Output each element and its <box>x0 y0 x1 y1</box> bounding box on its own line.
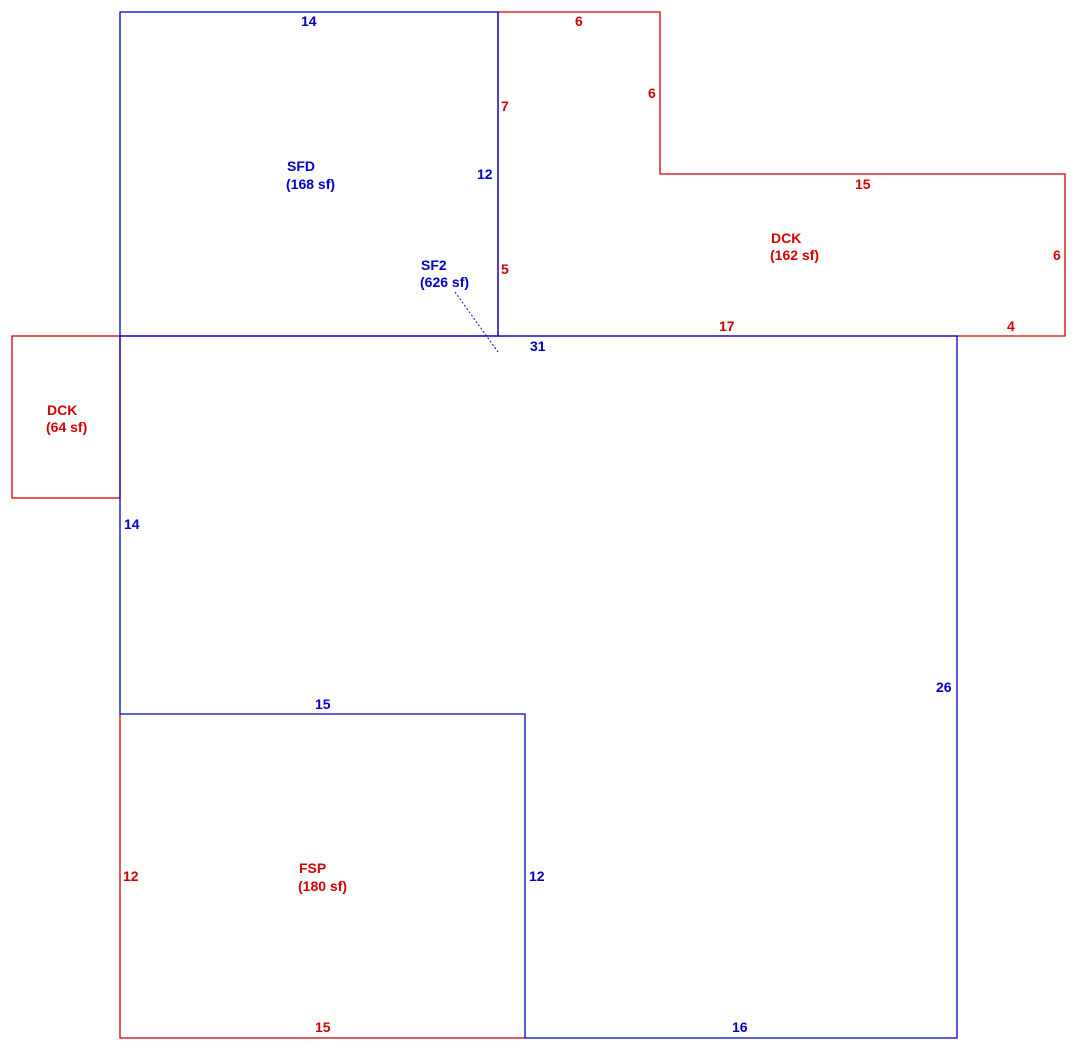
dim-fsp-right: 12 <box>529 868 545 884</box>
dim-sfd-right: 12 <box>477 166 493 182</box>
dim-fsp-left: 12 <box>123 868 139 884</box>
dim-fsp-top: 15 <box>315 696 331 712</box>
dim-dck-east-mid: 15 <box>855 176 871 192</box>
fsp-code-label: FSP <box>299 860 326 876</box>
dim-dck-east-right: 6 <box>1053 247 1061 263</box>
dim-fsp-bottom: 15 <box>315 1019 331 1035</box>
dim-dck-east-bottom: 17 <box>719 318 735 334</box>
dim-dck-east-step-right: 6 <box>648 85 656 101</box>
dim-sf2-bottom: 16 <box>732 1019 748 1035</box>
dim-sf2-left: 14 <box>124 516 140 532</box>
dim-dck-east-bottom-right: 4 <box>1007 318 1015 334</box>
sfd-area-label: (168 sf) <box>286 176 335 192</box>
fsp-outline-red <box>119 714 525 1039</box>
dck-west-code-label: DCK <box>47 402 77 418</box>
dim-sfd-top: 14 <box>301 13 317 29</box>
dim-dck-east-lower-left: 5 <box>501 261 509 277</box>
dck-east-area-label: (162 sf) <box>770 247 819 263</box>
sfd-code-label: SFD <box>287 158 315 174</box>
deck-east-outline <box>497 11 1066 337</box>
dck-west-area-label: (64 sf) <box>46 419 87 435</box>
sf2-outline <box>119 335 958 1039</box>
sf2-area-label: (626 sf) <box>420 274 469 290</box>
dck-east-code-label: DCK <box>771 230 801 246</box>
dim-dck-east-step-left: 7 <box>501 98 509 114</box>
fsp-area-label: (180 sf) <box>298 878 347 894</box>
dim-dck-east-top: 6 <box>575 13 583 29</box>
dim-sf2-right: 26 <box>936 679 952 695</box>
sf2-leader-line <box>454 291 499 353</box>
sf2-code-label: SF2 <box>421 257 447 273</box>
dim-sf2-top: 31 <box>530 338 546 354</box>
